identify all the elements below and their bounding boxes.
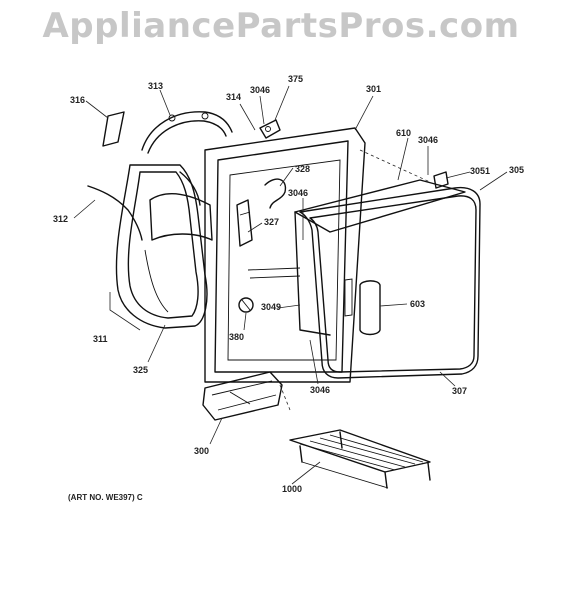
label-313: 313 [148,81,163,91]
label-375: 375 [288,74,303,84]
label-380: 380 [229,332,244,342]
part-380-knob [238,297,254,313]
label-3046-mid: 3046 [288,188,308,198]
part-375-screw [259,119,281,139]
label-3049: 3049 [261,302,281,312]
part-327-bracket [236,199,253,247]
part-603-handle [344,278,381,336]
label-3046-right: 3046 [418,135,438,145]
label-307: 307 [452,386,467,396]
part-labels: 316 313 3046 375 314 301 610 3046 3051 3… [53,74,524,494]
watermark-text: AppliancePartsPros.com [42,6,520,46]
label-311: 311 [93,334,108,344]
part-313-bracket [141,111,233,154]
leader-lines [73,85,508,485]
part-3051-clip [433,171,449,189]
label-603: 603 [410,299,425,309]
label-305: 305 [509,165,524,175]
label-301: 301 [366,84,381,94]
label-314: 314 [226,92,241,102]
label-1000: 1000 [282,484,302,494]
label-610: 610 [396,128,411,138]
label-300: 300 [194,446,209,456]
art-number-note: (ART NO. WE397) C [68,493,143,502]
label-3046-bottom: 3046 [310,385,330,395]
label-3051: 3051 [470,166,490,176]
part-316-trim [102,111,125,147]
part-300-handle [202,371,283,421]
label-312: 312 [53,214,68,224]
part-1000-rack [289,429,431,489]
part-301-door-frame [204,127,366,383]
part-328-hook [264,178,287,209]
part-312-inner-liner [87,164,213,329]
label-325: 325 [133,365,148,375]
part-307-door-outer [299,186,481,379]
label-316: 316 [70,95,85,105]
label-3046-top: 3046 [250,85,270,95]
label-328: 328 [295,164,310,174]
label-327: 327 [264,217,279,227]
